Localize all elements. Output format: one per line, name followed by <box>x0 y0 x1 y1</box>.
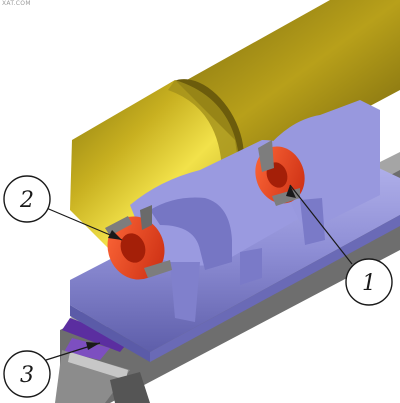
watermark: XAT.COM <box>2 0 31 7</box>
callout-1: 1 <box>345 258 393 306</box>
leader-line-2 <box>43 206 123 241</box>
callout-label: 3 <box>20 363 34 388</box>
callout-label: 2 <box>19 188 34 213</box>
arrowhead-2 <box>108 230 122 240</box>
arrowhead-3 <box>86 342 100 350</box>
callout-label: 1 <box>362 271 376 296</box>
callout-circle <box>345 258 393 306</box>
arrowhead-1 <box>286 185 296 198</box>
callout-3: 3 <box>3 350 51 398</box>
callout-circle <box>3 175 51 223</box>
leader-line-1 <box>289 184 353 265</box>
callout-circle <box>3 350 51 398</box>
callout-2: 2 <box>3 175 51 223</box>
